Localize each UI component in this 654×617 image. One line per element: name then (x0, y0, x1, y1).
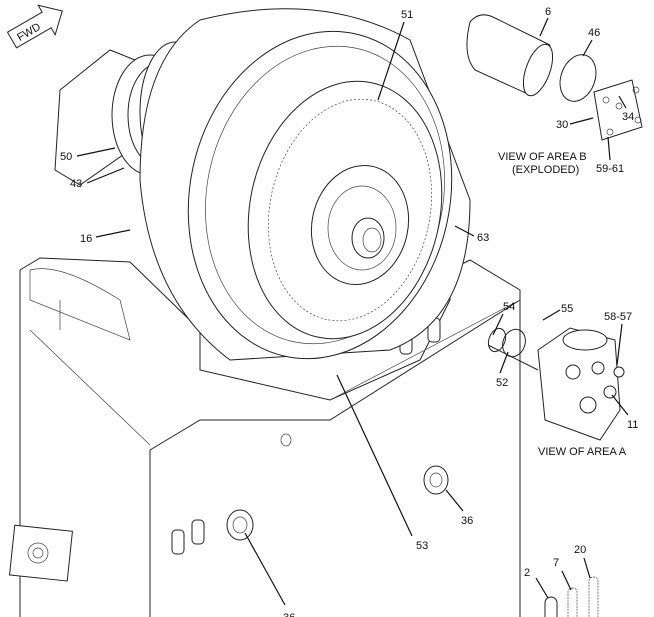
callout-30: 30 (556, 119, 568, 131)
view-area-b-label: VIEW OF AREA B (498, 151, 587, 163)
callout-55: 55 (561, 303, 573, 315)
gasket-parts (544, 576, 599, 617)
callout-16: 16 (80, 233, 92, 245)
callout-46: 46 (588, 27, 600, 39)
callout-2: 2 (524, 567, 530, 579)
fwd-arrow-icon: FWD (6, 4, 63, 49)
callout-7: 7 (553, 557, 559, 569)
leader-lines (76, 17, 629, 606)
callout-20: 20 (574, 544, 586, 556)
view-area-b-sublabel: (EXPLODED) (512, 164, 579, 176)
callout-11: 11 (627, 419, 638, 431)
callout-34: 34 (622, 111, 634, 123)
callout-36: 36 (461, 515, 473, 527)
view-area-a-label: VIEW OF AREA A (538, 446, 627, 458)
torque-converter (139, 8, 471, 361)
callout-52: 52 (496, 377, 508, 389)
callout-6: 6 (545, 6, 551, 18)
transmission-housing (8, 257, 521, 617)
callout-50: 50 (60, 151, 72, 163)
callout-63: 63 (477, 232, 489, 244)
area-a-parts (487, 327, 625, 441)
area-b-parts (466, 14, 643, 141)
callout-58-57: 58-57 (604, 311, 632, 323)
callout-59-61: 59-61 (596, 163, 624, 175)
callout-51: 51 (401, 9, 413, 21)
callout-54: 54 (503, 301, 515, 313)
callout-53: 53 (416, 540, 428, 552)
callout-43: 43 (70, 178, 82, 190)
callout-36-lower: 36 (283, 612, 295, 617)
